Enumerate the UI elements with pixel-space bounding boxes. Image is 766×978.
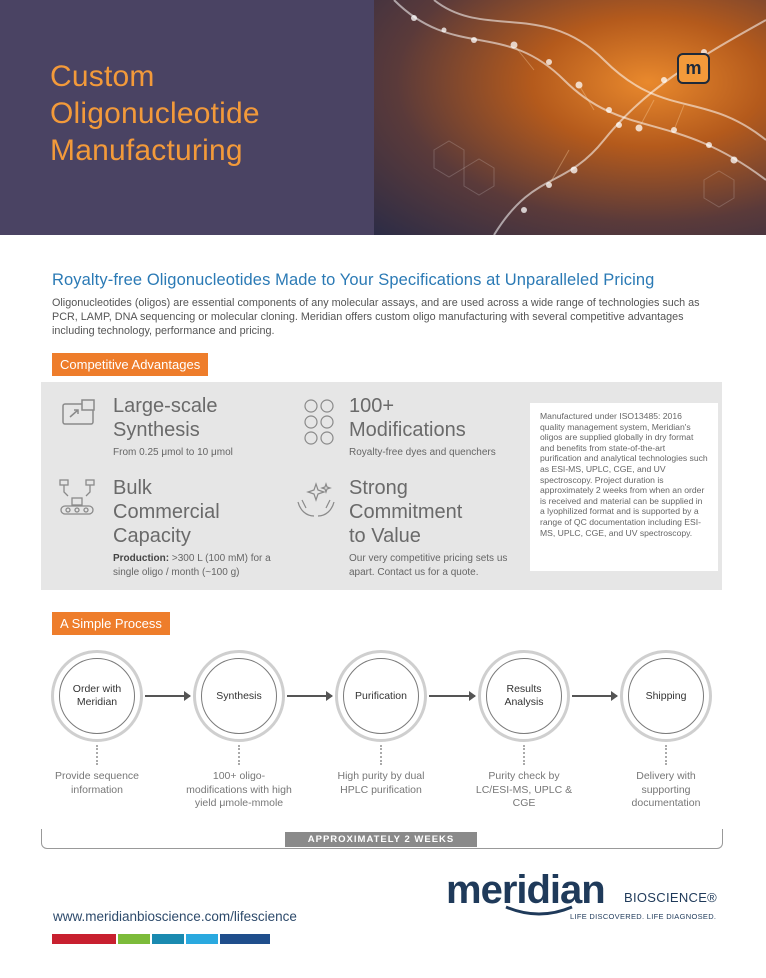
dotted-connector [238,745,240,765]
feature-sub-large-scale: From 0.25 μmol to 10 μmol [113,447,233,458]
process-arrow [572,691,618,701]
duration-bracket [41,829,723,849]
color-segment-green [118,934,150,944]
process-arrow [287,691,333,701]
brand-tagline: LIFE DISCOVERED. LIFE DIAGNOSED. [570,912,717,921]
competitive-advantages-tag: Competitive Advantages [52,353,209,376]
feature-sub-value: Our very competitive pricing sets us apa… [349,553,508,578]
feature-title-line: Synthesis [113,419,200,441]
color-segment-teal [152,934,184,944]
feature-title-bulk-capacity: Bulk Commercial Capacity [113,476,220,548]
process-step-synthesis: Synthesis [193,650,285,742]
step-ring [335,650,427,742]
color-segment-cyan [186,934,218,944]
feature-title-line: Commitment [349,501,463,523]
step-ring [193,650,285,742]
dotted-connector [665,745,667,765]
header-title-panel: Custom Oligonucleotide Manufacturing [0,0,374,235]
title-line-3: Manufacturing [50,134,243,167]
step-label: Purification [343,658,419,734]
process-arrow [145,691,191,701]
step-label: Shipping [628,658,704,734]
meridian-brand-logo: meridian BIOSCIENCE® LIFE DISCOVERED. LI… [446,868,717,921]
brand-name: meridian [446,868,606,912]
title-line-2: Oligonucleotide [50,97,260,130]
dotted-connector [380,745,382,765]
smile-swoosh-icon [505,905,573,916]
step-description: Delivery with supporting documentation [631,770,701,809]
step-description: 100+ oligo-modifications with high yield… [186,770,292,809]
quality-note-box: Manufactured under ISO13485: 2016 qualit… [530,403,718,571]
feature-title-line: Modifications [349,419,466,441]
feature-title-line: Large-scale [113,395,218,417]
title-line-1: Custom [50,60,155,93]
duration-label: APPROXIMATELY 2 WEEKS [285,832,477,847]
header-banner: Custom Oligonucleotide Manufacturing [0,0,766,235]
step-description: Purity check by LC/ESI-MS, UPLC & CGE [475,770,573,809]
step-ring [51,650,143,742]
step-ring [620,650,712,742]
page-title: Custom Oligonucleotide Manufacturing [50,58,260,169]
hands-sparkle-icon [297,482,335,517]
feature-sub-modifications: Royalty-free dyes and quenchers [349,447,496,458]
flask-scale-icon [62,399,95,425]
process-step-shipping: Shipping [620,650,712,742]
molecule-grid-icon [304,399,334,445]
step-description: Provide sequence information [54,770,140,796]
feature-title-line: Commercial [113,501,220,523]
section-subtitle: Royalty-free Oligonucleotides Made to Yo… [52,271,655,289]
feature-title-line: to Value [349,525,421,547]
process-step-order: Order with Meridian [51,650,143,742]
feature-title-line: Bulk [113,477,152,499]
feature-title-value: Strong Commitment to Value [349,476,462,548]
brand-color-bar [52,934,272,944]
feature-title-line: Strong [349,477,408,499]
feature-sub-bulk-capacity: Production: >300 L (100 mM) for a single… [113,552,283,580]
process-step-results: Results Analysis [478,650,570,742]
intro-paragraph: Oligonucleotides (oligos) are essential … [52,297,700,337]
production-value: >300 L (100 mM) for a single oligo / mon… [113,553,271,578]
step-description: High purity by dual HPLC purification [337,770,425,796]
feature-title-line: Capacity [113,525,191,547]
feature-title-large-scale: Large-scale Synthesis [113,394,218,442]
dna-helix-graphic [393,0,766,235]
meridian-logo-badge: m [677,53,710,84]
logo-letter: m [685,58,702,78]
color-segment-navy [220,934,270,944]
step-ring [478,650,570,742]
brand-suffix: BIOSCIENCE® [624,890,718,905]
feature-title-modifications: 100+ Modifications [349,394,466,442]
feature-title-line: 100+ [349,395,395,417]
simple-process-tag: A Simple Process [52,612,170,635]
dna-helix-image: m [374,0,766,235]
dotted-connector [96,745,98,765]
process-step-purification: Purification [335,650,427,742]
step-label: Order with Meridian [59,658,135,734]
dotted-connector [523,745,525,765]
production-label: Production: [113,553,170,564]
color-segment-red [52,934,116,944]
step-label: Synthesis [201,658,277,734]
conveyor-robot-icon [59,479,95,515]
process-arrow [429,691,476,701]
website-link[interactable]: www.meridianbioscience.com/lifescience [53,909,297,924]
step-label: Results Analysis [486,658,562,734]
